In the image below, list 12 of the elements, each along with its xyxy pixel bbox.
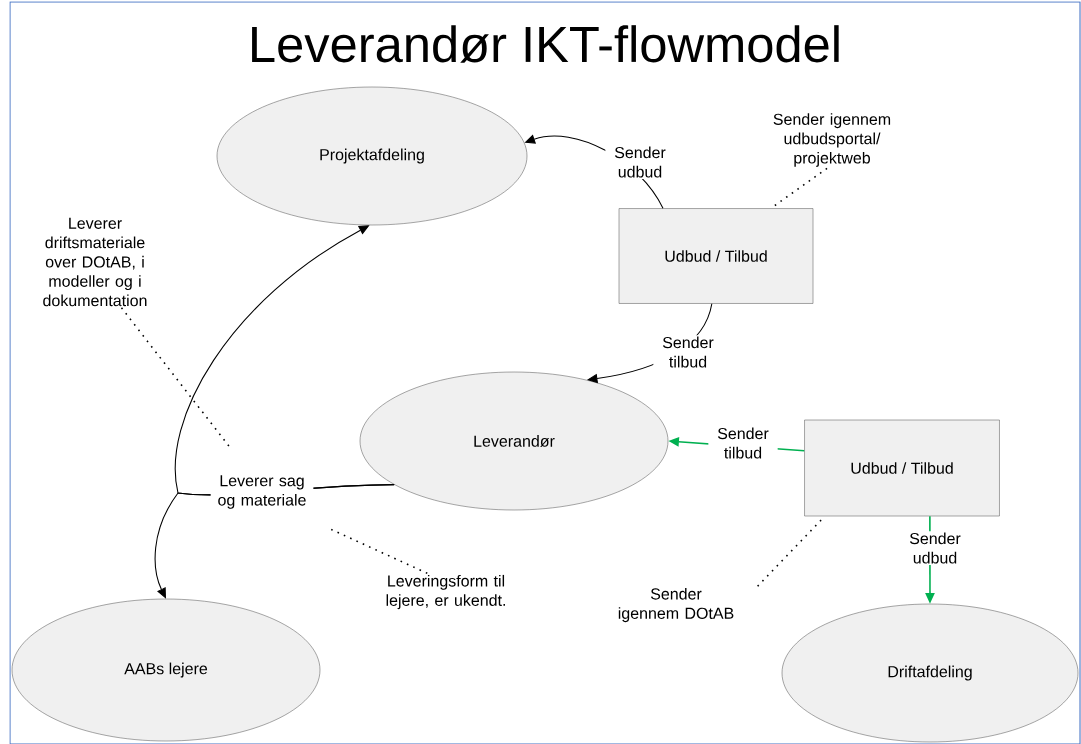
title: Leverandør IKT-flowmodel: [252, 25, 839, 63]
edge-label: Sender udbud: [605, 145, 675, 179]
process-box: Udbud / Tilbud: [618, 208, 814, 304]
edge-label: Leverer sag og materiale: [210, 473, 314, 511]
edge-label: Sender tilbud: [708, 426, 778, 460]
edge-label: Sender udbud: [900, 531, 970, 565]
annotation-text: Sender igennem DOtAB: [618, 587, 734, 623]
process-box: Udbud / Tilbud: [804, 419, 1000, 517]
annotation-text: Sender igennem udbudsportal/ projektweb: [773, 113, 891, 167]
annotation-text: Leveringsform til lejere, er ukendt.: [386, 574, 505, 610]
edge-label: Sender tilbud: [653, 335, 723, 369]
annotation-text: Leverer driftsmateriale over DOtAB, i modeller og i dokumentation: [43, 217, 147, 307]
